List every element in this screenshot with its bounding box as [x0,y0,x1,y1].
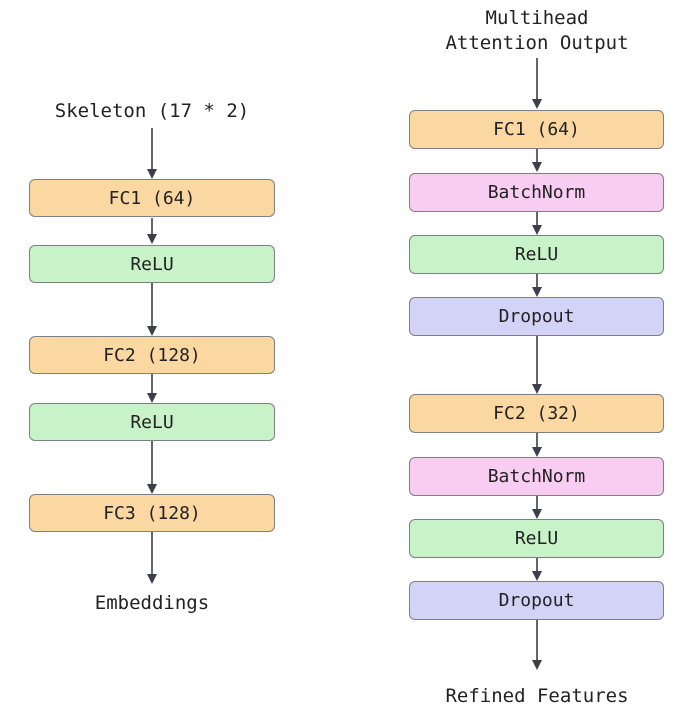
left-output-label: Embeddings [94,592,210,614]
right-fc2-box: FC2 (32) [409,394,664,433]
right-fc1-box: FC1 (64) [409,110,664,149]
right-input-label: Multihead Attention Output [445,7,629,54]
left-fc2-box: FC2 (128) [29,336,275,374]
left-fc3-box: FC3 (128) [29,494,275,532]
left-relu2-box: ReLU [29,403,275,441]
right-relu2-box: ReLU [409,519,664,558]
right-relu1-box: ReLU [409,235,664,274]
right-output-label: Refined Features [445,685,629,707]
right-dropout1-box: Dropout [409,297,664,336]
left-input-label: Skeleton (17 * 2) [54,100,250,122]
right-batchnorm2-box: BatchNorm [409,457,664,496]
right-batchnorm1-box: BatchNorm [409,173,664,212]
left-fc1-box: FC1 (64) [29,179,275,217]
right-dropout2-box: Dropout [409,581,664,620]
left-relu1-box: ReLU [29,245,275,283]
